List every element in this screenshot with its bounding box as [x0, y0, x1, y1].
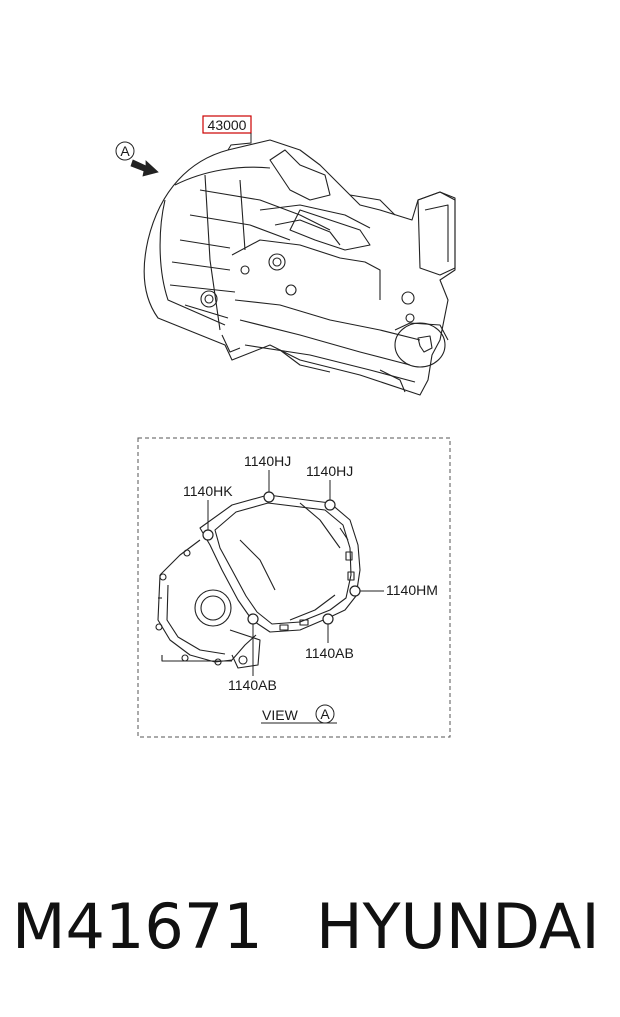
bolt-hm-icon — [349, 585, 361, 597]
bolt-hk-icon — [202, 529, 214, 541]
callout-leaders — [207, 470, 384, 676]
view-a-frame — [137, 437, 451, 738]
bolt-ab-right-icon — [322, 613, 334, 625]
view-caption-label: VIEW — [262, 707, 299, 723]
part-number-callout: 43000 — [202, 115, 252, 151]
footer-brand: HYUNDAI — [316, 890, 600, 963]
view-caption-marker-circle — [315, 704, 335, 724]
callout-1140hj-top[interactable]: 1140HJ — [244, 453, 291, 469]
bolt-hj-right-icon — [324, 499, 336, 511]
bolt-hj-top-icon — [263, 491, 275, 503]
view-a-marker: A — [115, 141, 159, 177]
callout-1140hm[interactable]: 1140HM — [386, 582, 438, 598]
housing-face-drawing — [155, 494, 361, 669]
part-number-label[interactable]: 43000 — [208, 117, 247, 133]
part-number-leader — [227, 133, 252, 151]
callout-1140ab-right[interactable]: 1140AB — [305, 645, 354, 661]
callout-1140ab-bottom[interactable]: 1140AB — [228, 677, 277, 693]
view-a-caption: VIEW A — [261, 704, 337, 724]
view-caption-marker-letter: A — [320, 706, 330, 722]
view-a-marker-letter: A — [120, 143, 130, 159]
bolt-ab-bottom-icon — [247, 613, 259, 625]
footer-code: M41671 — [12, 890, 263, 963]
part-number-box — [202, 115, 252, 134]
callout-1140hj-right[interactable]: 1140HJ — [306, 463, 353, 479]
callout-1140hk[interactable]: 1140HK — [183, 483, 233, 499]
view-a-detail: 1140HJ 1140HJ 1140HK 1140HM 1140AB 1140A… — [137, 437, 451, 738]
bolt-markers — [202, 491, 361, 625]
transmission-assembly-drawing — [143, 139, 456, 396]
view-direction-arrow-icon — [130, 159, 159, 177]
footer: M41671 HYUNDAI — [0, 890, 620, 980]
